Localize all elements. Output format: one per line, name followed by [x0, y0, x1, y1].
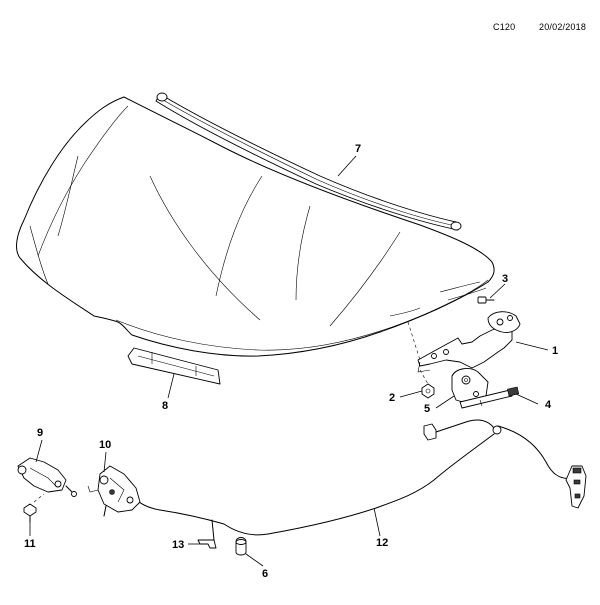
hood-panel: [16, 96, 495, 357]
alignment-line: [407, 321, 421, 361]
callout-9: 9: [37, 427, 43, 439]
callout-3: 3: [502, 273, 508, 285]
hood-latch: [87, 465, 141, 517]
screw: [23, 493, 45, 523]
callout-4: 4: [545, 399, 552, 411]
callout-5: 5: [424, 403, 430, 415]
diagram-date: 20/02/2018: [539, 22, 587, 32]
release-handle: [565, 465, 587, 509]
hood-hinge: [417, 311, 521, 373]
callout-7: 7: [355, 143, 361, 155]
safety-catch: [17, 457, 77, 497]
gas-strut: [459, 386, 520, 409]
callout-13: 13: [172, 539, 184, 551]
callout-12: 12: [376, 537, 388, 549]
hinge-bolt: [477, 296, 495, 304]
callout-2: 2: [389, 392, 395, 404]
diagram-code: C120: [493, 22, 516, 32]
release-cable: [131, 419, 573, 536]
alignment-line: [419, 369, 429, 385]
nut: [421, 383, 435, 399]
leader-lines: [29, 155, 549, 567]
hood-bumper: [235, 537, 247, 556]
callout-11: 11: [24, 538, 36, 550]
callout-8: 8: [162, 400, 168, 412]
callout-1: 1: [552, 345, 558, 357]
callout-10: 10: [99, 439, 111, 451]
front-edge-strip: [127, 347, 221, 385]
callout-6: 6: [262, 568, 268, 580]
hood-seal-strip: [155, 92, 462, 231]
